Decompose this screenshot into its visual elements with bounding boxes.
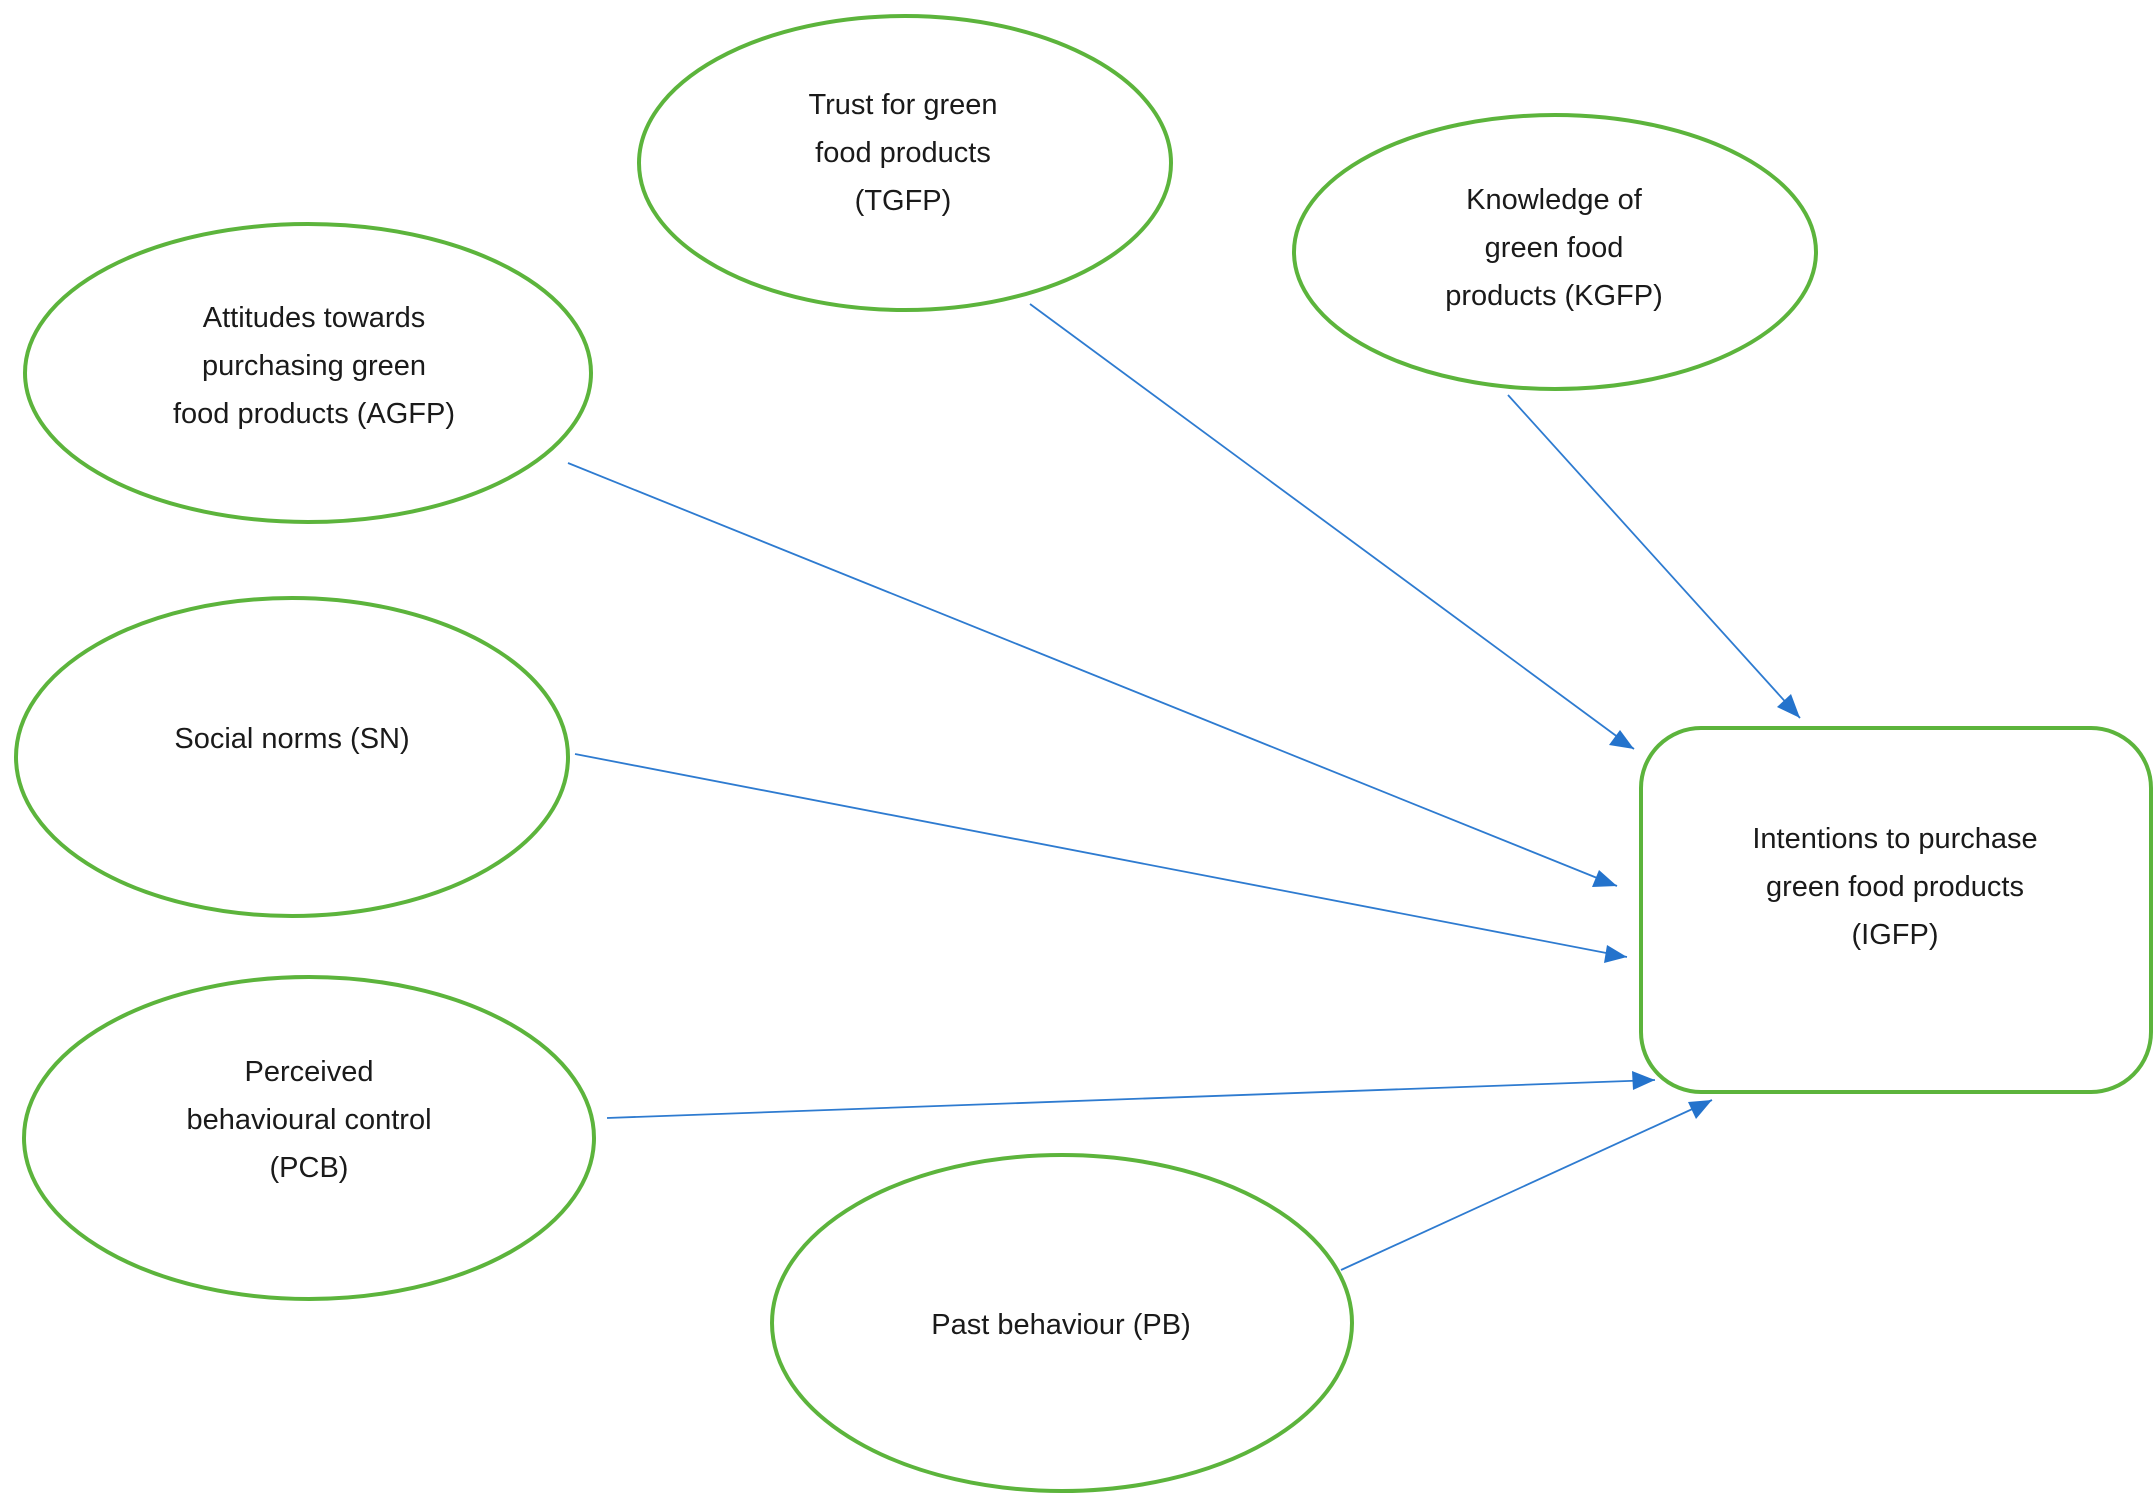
node-agfp-ellipse xyxy=(23,222,593,524)
node-tgfp-label-line-2: food products xyxy=(815,137,991,169)
node-kgfp-ellipse xyxy=(1292,113,1818,391)
node-pb-ellipse xyxy=(770,1153,1354,1493)
node-tgfp-label-line-1: Trust for green xyxy=(808,89,998,121)
node-kgfp-label-line-1: Knowledge of xyxy=(1466,184,1642,216)
arrowhead-tgfp-to-igfp xyxy=(1609,730,1634,749)
node-pb-label-line-1: Past behaviour (PB) xyxy=(931,1309,1191,1341)
arrow-agfp-to-igfp xyxy=(567,462,1618,887)
node-igfp-label-line-1: Intentions to purchase xyxy=(1752,823,2038,855)
node-pcb-ellipse xyxy=(22,975,596,1301)
arrow-tgfp-to-igfp xyxy=(1029,303,1635,750)
node-pb-label: Past behaviour (PB) xyxy=(931,1301,1191,1349)
node-pcb-label-line-1: Perceived xyxy=(244,1056,374,1088)
node-pcb-label-line-3: (PCB) xyxy=(269,1152,349,1184)
arrow-sn-to-igfp xyxy=(574,753,1628,958)
node-tgfp-label: Trust for green food products (TGFP) xyxy=(808,81,997,225)
arrow-kgfp-to-igfp xyxy=(1507,394,1801,719)
node-sn-label: Social norms (SN) xyxy=(174,715,409,763)
node-pcb-label: Perceived behavioural control (PCB) xyxy=(186,1048,431,1192)
node-igfp-box xyxy=(1639,726,2153,1094)
node-agfp-label: Attitudes towards purchasing green food … xyxy=(173,294,455,438)
arrowhead-sn-to-igfp xyxy=(1604,945,1627,963)
edges-layer xyxy=(567,303,1801,1271)
arrow-pcb-to-igfp xyxy=(606,1079,1656,1119)
nodes-layer xyxy=(14,14,2153,1493)
arrowhead-agfp-to-igfp xyxy=(1592,870,1617,887)
arrowhead-pb-to-igfp xyxy=(1688,1100,1712,1119)
node-kgfp-label-line-3: products (KGFP) xyxy=(1445,280,1663,312)
node-tgfp-label-line-3: (TGFP) xyxy=(854,185,952,217)
node-sn-label-line-1: Social norms (SN) xyxy=(174,723,410,755)
node-igfp-label: Intentions to purchase green food produc… xyxy=(1752,815,2037,959)
node-igfp-label-line-2: green food products xyxy=(1766,871,2024,903)
node-agfp-label-line-2: purchasing green xyxy=(201,350,427,382)
node-agfp-label-line-1: Attitudes towards xyxy=(202,302,426,334)
arrowhead-pcb-to-igfp xyxy=(1632,1071,1655,1090)
node-agfp-label-line-3: food products (AGFP) xyxy=(172,398,456,430)
arrowhead-kgfp-to-igfp xyxy=(1777,694,1800,718)
arrow-pb-to-igfp xyxy=(1340,1099,1713,1271)
node-sn-ellipse xyxy=(14,596,570,918)
node-kgfp-label: Knowledge of green food products (KGFP) xyxy=(1445,176,1663,320)
node-kgfp-label-line-2: green food xyxy=(1484,232,1624,264)
node-pcb-label-line-2: behavioural control xyxy=(186,1104,432,1136)
node-tgfp-ellipse xyxy=(637,14,1173,312)
node-igfp-label-line-3: (IGFP) xyxy=(1851,919,1939,951)
